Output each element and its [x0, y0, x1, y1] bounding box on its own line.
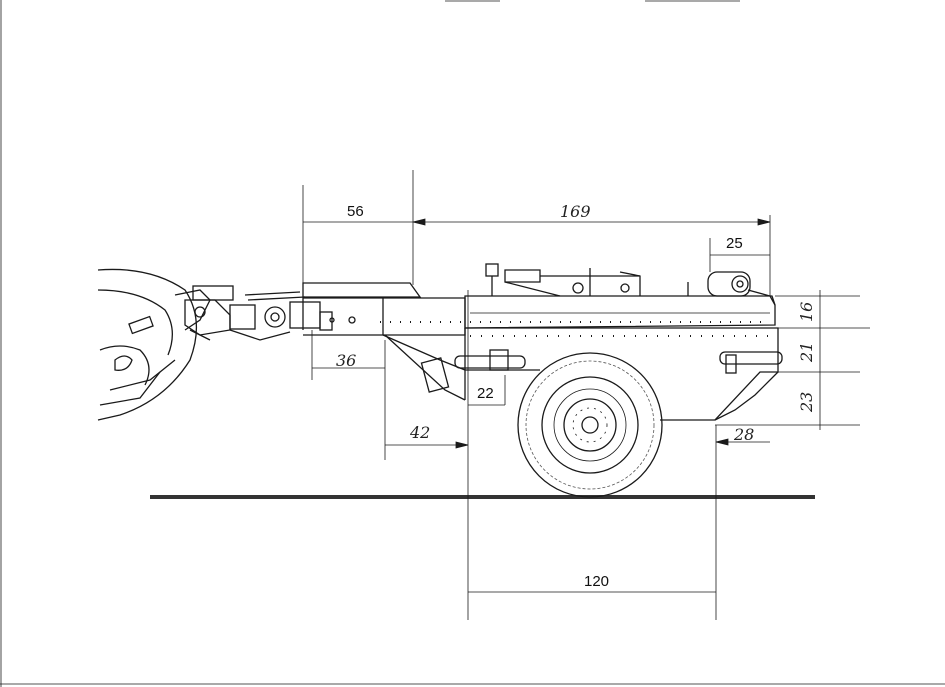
dim-coupling-length: 56	[347, 203, 364, 220]
dim-axle-to-rear: 120	[584, 573, 609, 590]
dim-rear-box: 25	[726, 235, 743, 252]
extension-lines	[302, 170, 870, 620]
dim-overall-length: 169	[560, 202, 591, 221]
dim-rear-overhang: 28	[733, 425, 754, 444]
rear-canister	[707, 271, 776, 306]
dim-body-height: 21	[797, 342, 816, 363]
dimension-lines	[303, 218, 821, 593]
drawbar-assembly	[184, 285, 333, 341]
dim-axle-front: 22	[477, 385, 494, 402]
dim-ground-step: 23	[797, 392, 816, 413]
dim-drawbar-offset: 42	[409, 423, 430, 442]
dim-frame-height: 16	[797, 302, 816, 322]
dim-front-offset: 36	[336, 351, 356, 370]
dimension-labels: 56 169 25 16 21 23 36 42 22 28 120	[336, 202, 816, 590]
top-fittings	[485, 263, 689, 297]
wheel	[517, 352, 663, 498]
front-frame	[302, 282, 466, 401]
